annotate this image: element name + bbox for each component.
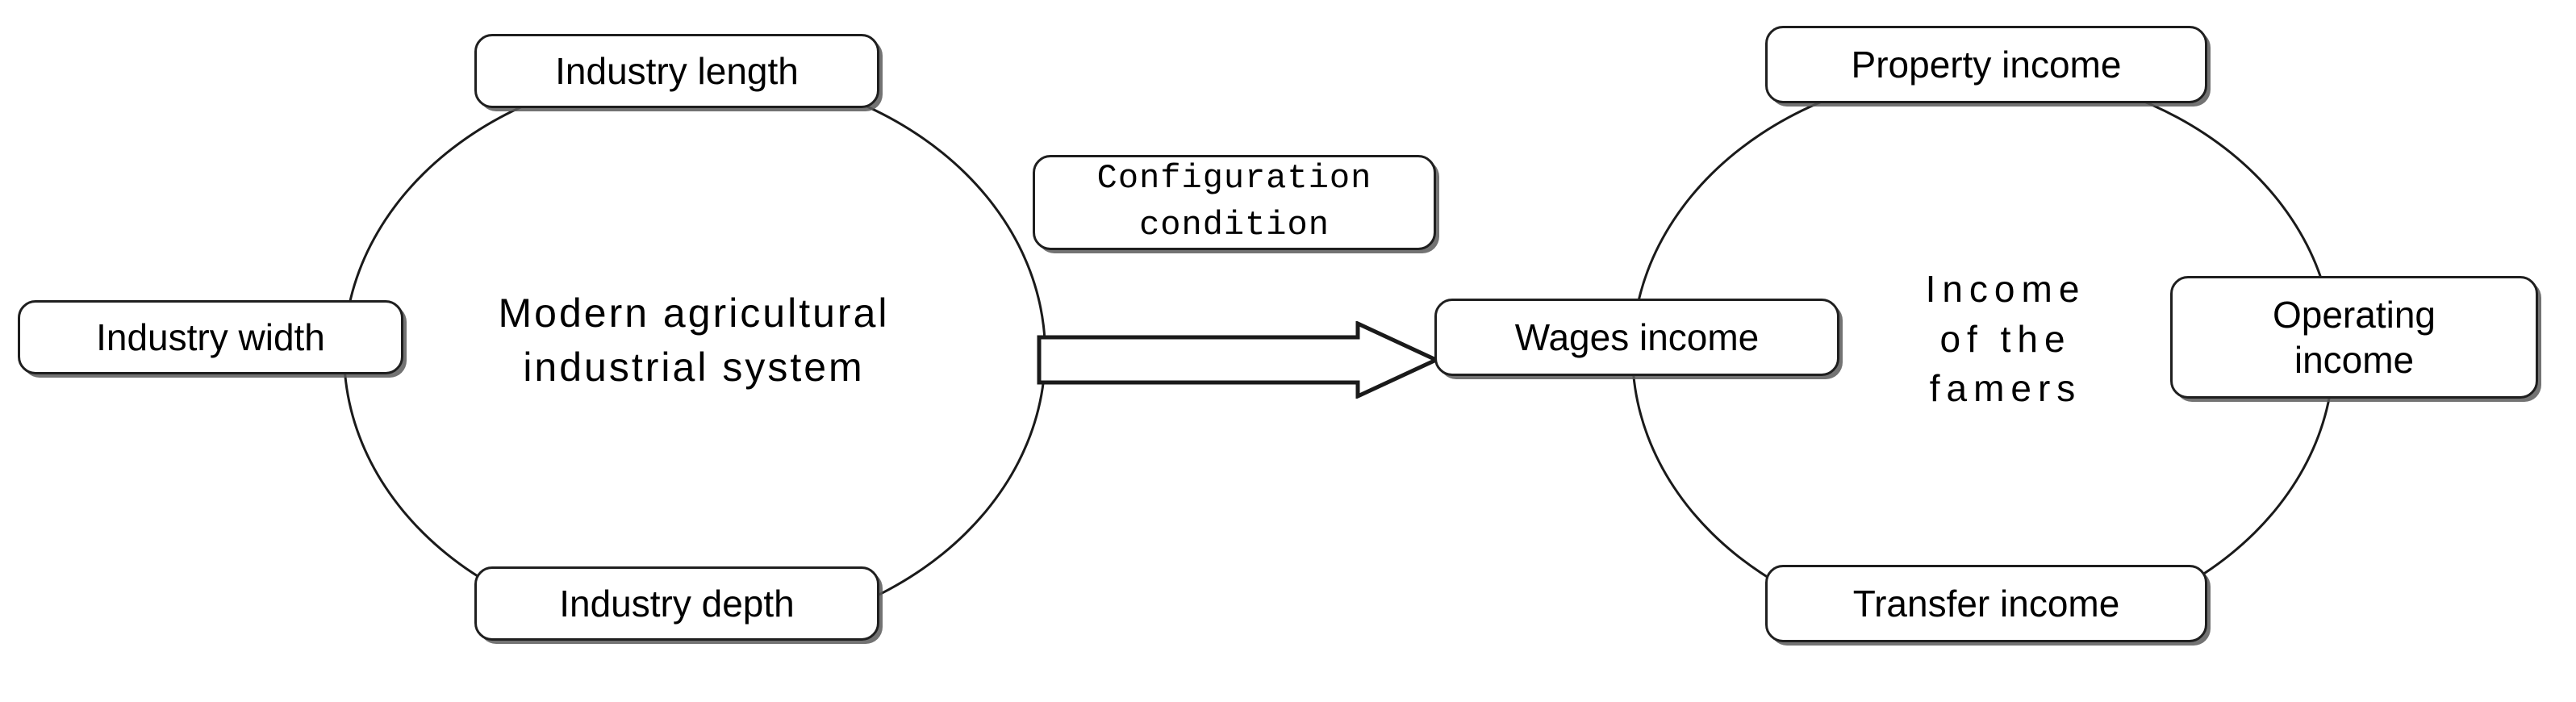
node-industry-width[interactable]: Industry width — [18, 300, 403, 374]
node-transfer-income[interactable]: Transfer income — [1765, 565, 2207, 642]
node-wages-income[interactable]: Wages income — [1434, 299, 1839, 376]
node-configuration-condition[interactable]: Configuration condition — [1033, 155, 1436, 250]
left-circle-outline — [343, 69, 1046, 638]
node-property-income[interactable]: Property income — [1765, 26, 2207, 103]
block-arrow-right-icon — [1037, 321, 1440, 399]
node-operating-income[interactable]: Operating income — [2170, 276, 2538, 399]
node-industry-length[interactable]: Industry length — [474, 34, 879, 108]
node-industry-depth[interactable]: Industry depth — [474, 566, 879, 641]
